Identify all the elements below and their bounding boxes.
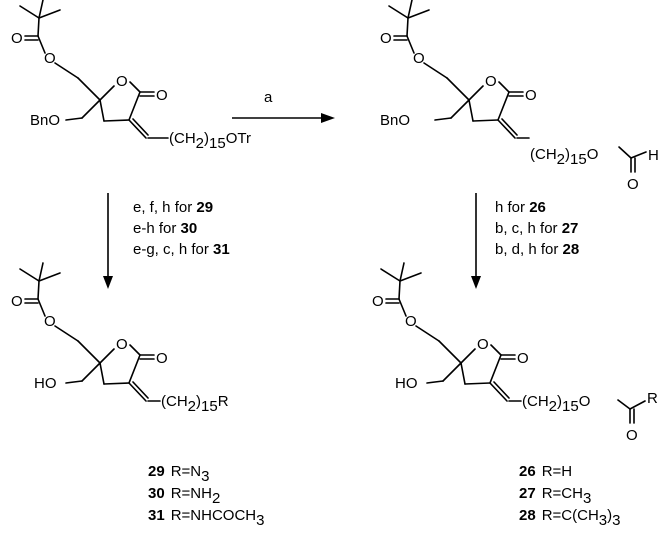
atom-o-lactone: O [156,350,168,367]
chain-ester: (CH2)15O [530,146,598,168]
atom-o-acyl: O [626,427,638,444]
atom-o-formyl: O [627,176,639,193]
atom-ho: HO [34,375,57,392]
atom-o-ring: O [485,73,497,90]
condition-31: e-g, c, h for 31 [133,241,230,258]
molecule-otr-ester: O O O O BnO (CH2)15OTr [11,0,251,152]
atom-o-ester: O [44,313,56,330]
atom-o-lactone: O [156,87,168,104]
condition-29: e, f, h for 29 [133,199,213,216]
atom-o-lactone: O [525,87,537,104]
atom-o-ring: O [477,336,489,353]
atom-o-carbonyl: O [11,293,23,310]
atom-o-ester: O [405,313,417,330]
atom-r: R [647,390,658,407]
atom-h: H [648,147,659,164]
molecule-r-ester: O O O O HO (CH2)15O R O [372,262,658,444]
molecule-r-amine: O O O O HO (CH2)15R [11,262,229,415]
atom-bno: BnO [380,112,410,129]
atom-o-ester: O [413,50,425,67]
atom-o-carbonyl: O [11,30,23,47]
condition-26: h for 26 [495,199,546,216]
condition-28: b, d, h for 28 [495,241,579,258]
chain-ester: (CH2)15O [522,393,590,415]
arrow-a-label: a [264,89,273,106]
conditions-left: e, f, h for 29 e-h for 30 e-g, c, h for … [133,199,230,258]
arrow-left-down [103,193,113,289]
condition-27: b, c, h for 27 [495,220,578,237]
condition-30: e-h for 30 [133,220,197,237]
atom-o-lactone: O [517,350,529,367]
atom-ho: HO [395,375,418,392]
arrow-right-down [471,193,481,289]
atom-o-carbonyl: O [372,293,384,310]
atom-o-ring: O [116,73,128,90]
conditions-right: h for 26 b, c, h for 27 b, d, h for 28 [495,199,579,258]
atom-o-carbonyl: O [380,30,392,47]
atom-bno: BnO [30,112,60,129]
arrow-a: a [232,89,335,123]
molecule-formate: O O O O BnO (CH2)15O H O [380,0,659,193]
atom-o-ring: O [116,336,128,353]
atom-o-ester: O [44,50,56,67]
chain-otr: (CH2)15OTr [169,130,251,152]
chain-r: (CH2)15R [161,393,229,415]
